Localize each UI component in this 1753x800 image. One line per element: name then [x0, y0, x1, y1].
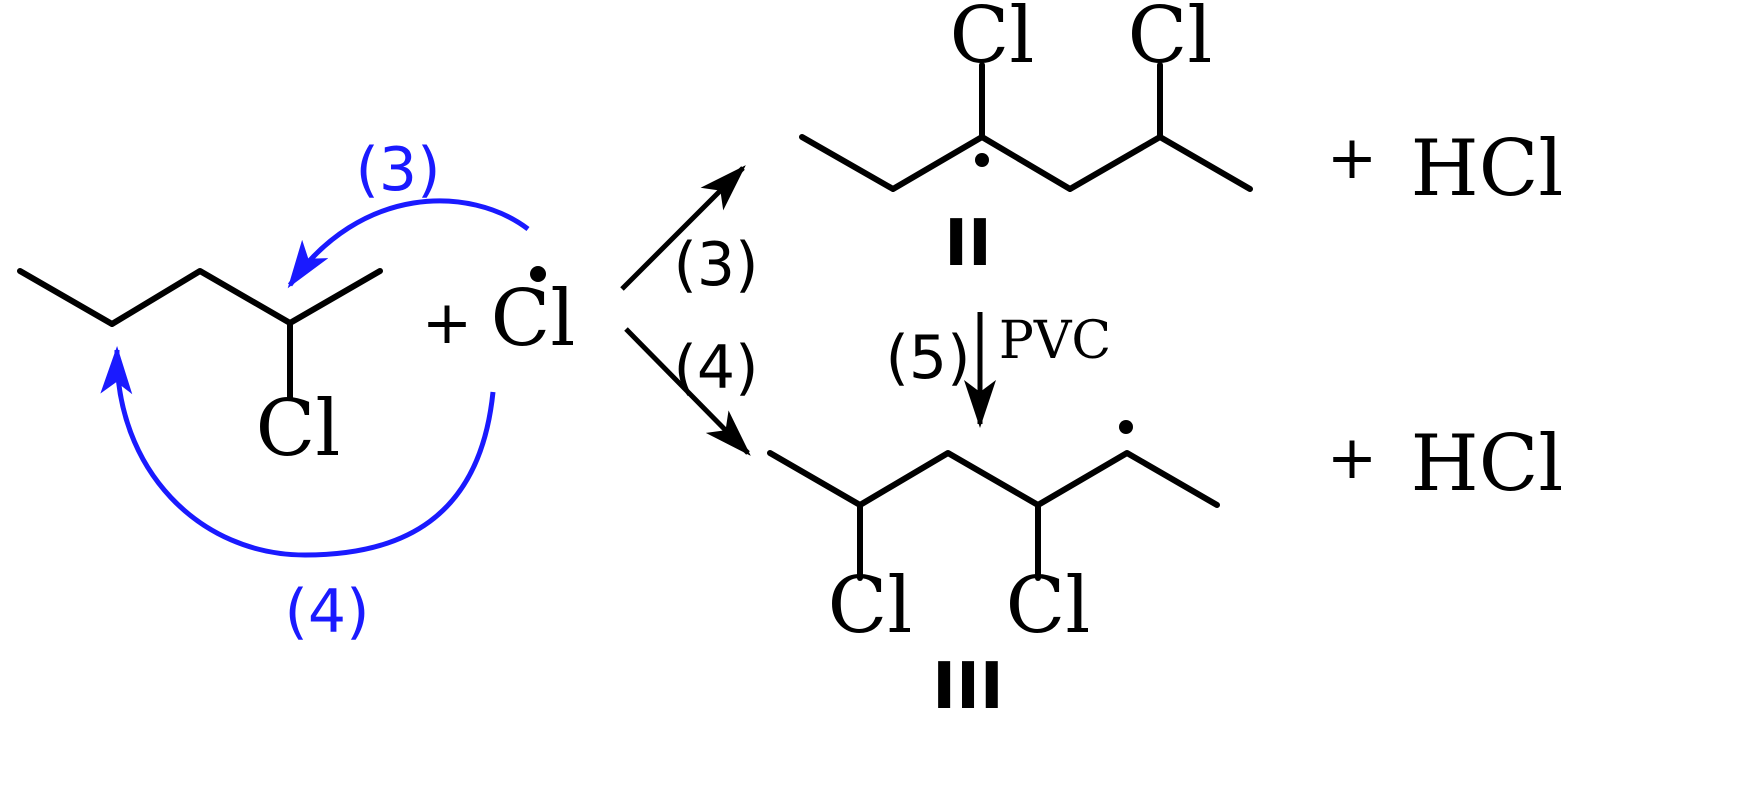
step-5-label: (5)	[886, 323, 971, 393]
curved-arrow-step-4	[100, 346, 496, 558]
blue-step-3-label: (3)	[356, 135, 441, 205]
arrow-step-3	[620, 165, 746, 291]
plus-sign-product-ii: +	[1327, 123, 1377, 193]
product-iii-cl-label-1: Cl	[828, 561, 913, 651]
plus-sign-product-iii: +	[1327, 423, 1377, 493]
plus-sign-reactants: +	[422, 288, 472, 358]
curved-arrow-step-3	[287, 198, 530, 289]
reactant-molecule: Cl	[17, 268, 383, 474]
product-ii-molecule: Cl Cl II	[799, 0, 1253, 281]
product-ii-radical-dot	[975, 153, 989, 167]
reagent-label: PVC	[999, 311, 1111, 371]
product-ii-hcl: HCl	[1411, 124, 1564, 214]
arrow-step-4	[624, 327, 751, 456]
step-3-label: (3)	[674, 230, 759, 300]
radical-dot-cl	[530, 266, 546, 282]
step-4-label: (4)	[674, 333, 759, 403]
product-iii-radical-dot	[1119, 420, 1133, 434]
product-iii-cl-label-2: Cl	[1006, 561, 1091, 651]
blue-step-4-label: (4)	[285, 577, 370, 647]
reactant-cl-label: Cl	[256, 384, 341, 474]
product-iii-carbon-chain	[767, 450, 1220, 508]
chlorine-radical-label: Cl	[491, 274, 576, 364]
product-ii-cl-label-2: Cl	[1128, 0, 1213, 81]
product-iii-label: III	[932, 650, 1003, 724]
product-iii-hcl: HCl	[1411, 419, 1564, 509]
product-ii-label: II	[944, 207, 992, 281]
product-ii-cl-label-1: Cl	[950, 0, 1035, 81]
reactant-carbon-chain	[17, 268, 383, 327]
product-iii-molecule: Cl Cl III	[767, 420, 1220, 724]
product-ii-carbon-chain	[799, 134, 1253, 192]
